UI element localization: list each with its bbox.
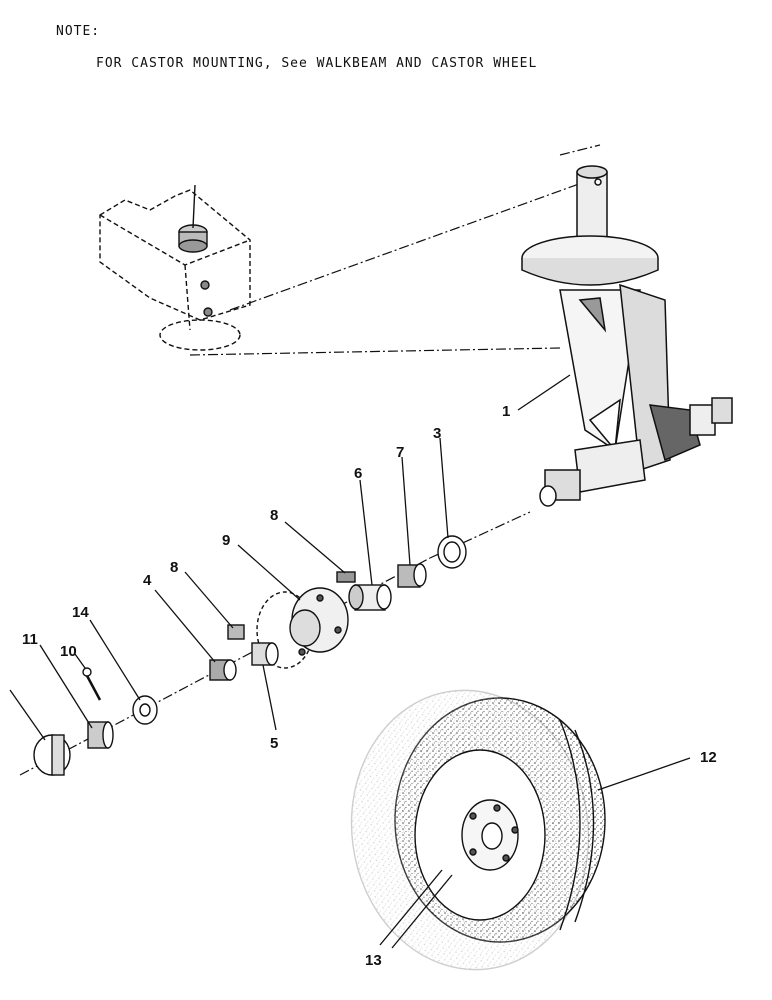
seal-part-3 <box>437 535 467 569</box>
bearing-cone-part-4 <box>209 659 237 681</box>
washer-part-14 <box>132 695 158 725</box>
part-number-1: 1 <box>502 403 510 420</box>
nut-part-8 <box>227 624 245 640</box>
part-number-3: 3 <box>433 425 441 442</box>
part-number-10: 10 <box>60 643 77 660</box>
part-number-5: 5 <box>270 735 278 752</box>
cotter-pin-part-10 <box>82 667 102 701</box>
stud-part-8 <box>336 571 356 583</box>
bearing-cup-part-5 <box>251 642 279 666</box>
alignment-lines <box>19 144 601 776</box>
part-number-8a: 8 <box>270 507 278 524</box>
castle-nut-part-11 <box>87 721 114 749</box>
wheel-assembly <box>350 689 606 971</box>
part-number-6: 6 <box>354 465 362 482</box>
hub-parts <box>33 535 467 776</box>
part-number-14: 14 <box>72 604 89 621</box>
part-number-9: 9 <box>222 532 230 549</box>
part-number-11: 11 <box>22 631 38 648</box>
walkbeam-block <box>99 184 251 351</box>
castor-fork <box>521 165 733 507</box>
part-number-4: 4 <box>143 572 152 589</box>
leader-lines <box>9 374 691 949</box>
part-number-8b: 8 <box>170 559 178 576</box>
part-numbers: 1 3 7 6 8 9 8 4 14 11 10 5 12 13 <box>22 403 717 969</box>
note-heading: NOTE: <box>56 24 101 39</box>
part-number-12: 12 <box>700 749 717 766</box>
part-number-7: 7 <box>396 444 404 461</box>
part-number-13: 13 <box>365 952 382 969</box>
bearing-cone-part-7 <box>397 563 427 588</box>
hub-cap <box>33 734 71 776</box>
note-text: FOR CASTOR MOUNTING, See WALKBEAM AND CA… <box>96 56 538 71</box>
spacer-part-6 <box>348 584 392 611</box>
